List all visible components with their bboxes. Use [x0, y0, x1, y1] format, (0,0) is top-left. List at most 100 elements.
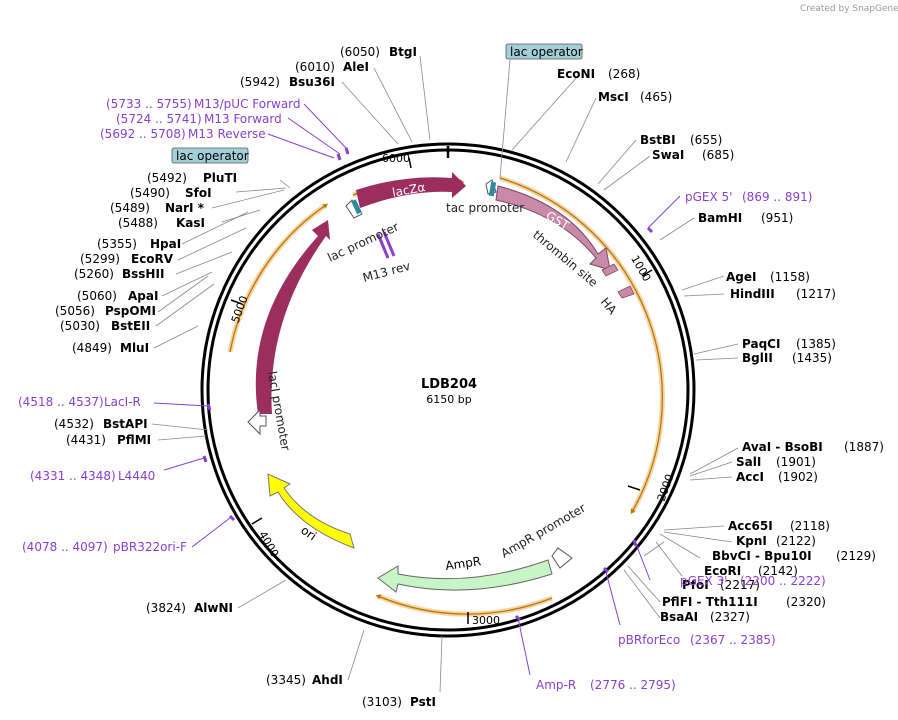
primer-range: (2200 .. 2222) — [740, 574, 826, 588]
plasmid-name: LDB204 — [421, 377, 477, 392]
enzyme-pos: (3345) — [266, 673, 306, 687]
enzyme-pos: (5488) — [118, 216, 158, 230]
enzyme-name: PflFI - Tth111I — [662, 595, 758, 609]
primer-name: pGEX 3' — [680, 574, 727, 588]
ori-feature — [267, 473, 355, 549]
primer-leader-lines — [153, 103, 681, 676]
enzyme-name: PspOMI — [105, 304, 156, 318]
enzyme-pos: (2327) — [710, 610, 750, 624]
enzyme-name: HindIII — [730, 287, 775, 301]
enzyme-pos: (2142) — [758, 564, 798, 578]
enzyme-pos: (1385) — [796, 337, 836, 351]
enzyme-name: PaqCI — [742, 337, 780, 351]
lac-operator-block — [488, 181, 497, 197]
enzyme-pos: (1435) — [792, 351, 832, 365]
enzyme-pos: (5942) — [240, 75, 280, 89]
enzyme-name: EcoNI — [557, 67, 595, 81]
lac-operator-top: lac operator — [505, 43, 583, 60]
tick-label: 3000 — [472, 614, 500, 627]
enzyme-pos: (1217) — [796, 287, 836, 301]
orf-arcs — [227, 175, 665, 617]
enzyme-name: BstAPI — [103, 417, 148, 431]
enzyme-labels: (6050) BtgI (6010) AleI (5942) Bsu36I (5… — [54, 45, 884, 709]
primer-name: M13 Forward — [204, 112, 282, 126]
enzyme-name: PfoI — [682, 578, 709, 592]
tac-promoter-label: tac promoter — [446, 201, 524, 215]
primer-name: M13 Reverse — [188, 127, 266, 141]
enzyme-name: SalI — [736, 455, 761, 469]
AmpR-feature — [377, 559, 553, 593]
enzyme-pos: (4431) — [66, 433, 106, 447]
enzyme-name: KpnI — [736, 534, 767, 548]
primer-range: (5733 .. 5755) — [106, 97, 192, 111]
primer-name: LacI-R — [104, 395, 141, 409]
tick-label: 5000 — [229, 294, 251, 325]
enzyme-pos: (951) — [761, 211, 793, 225]
m13-rev-primer-mark — [382, 231, 396, 257]
backbone-outer — [200, 142, 696, 638]
enzyme-name: BssHII — [122, 267, 164, 281]
snapgene-credit: Created by SnapGene — [800, 4, 898, 14]
enzyme-pos: (5490) — [130, 186, 170, 200]
enzyme-name: AhdI — [312, 673, 343, 687]
AmpR-promoter-label: AmpR promoter — [499, 501, 589, 561]
enzyme-name: AgeI — [726, 270, 756, 284]
primer-name: pBRforEco — [618, 633, 680, 647]
lacZa-label: lacZα — [391, 180, 426, 200]
enzyme-pos: (5060) — [77, 289, 117, 303]
primer-labels: (5733 .. 5755) M13/pUC Forward (5724 .. … — [18, 97, 826, 692]
enzyme-name: BamHI — [698, 211, 742, 225]
enzyme-pos: (465) — [640, 90, 672, 104]
plasmid-size: 6150 bp — [426, 393, 471, 406]
enzyme-name: AlwNI — [194, 601, 233, 615]
enzyme-pos: (5030) — [60, 319, 100, 333]
primer-name: pBR322ori-F — [113, 540, 187, 554]
enzyme-name: SwaI — [652, 148, 684, 162]
enzyme-name: AvaI - BsoBI — [742, 440, 823, 454]
enzyme-name: SfoI — [185, 186, 212, 200]
lacI-promoter-feature — [247, 408, 267, 436]
enzyme-name: PstI — [410, 695, 436, 709]
enzyme-name: MscI — [598, 90, 629, 104]
enzyme-pos: (2122) — [776, 534, 816, 548]
primer-range: (4518 .. 4537) — [18, 395, 104, 409]
primer-name: M13/pUC Forward — [194, 97, 301, 111]
enzyme-name: BstEII — [111, 319, 150, 333]
primer-range: (2367 .. 2385) — [690, 633, 776, 647]
lacI-feature — [255, 220, 330, 414]
enzyme-pos: (1158) — [770, 270, 810, 284]
enzyme-pos: (268) — [608, 67, 640, 81]
enzyme-pos: (2118) — [790, 519, 830, 533]
enzyme-pos: (5299) — [80, 252, 120, 266]
enzyme-pos: (3103) — [362, 695, 402, 709]
enzyme-name: KasI — [176, 216, 205, 230]
m13-rev-label: M13 rev — [361, 259, 412, 285]
enzyme-name: AccI — [736, 470, 764, 484]
AmpR-label: AmpR — [444, 554, 481, 573]
enzyme-pos: (2217) — [720, 578, 760, 592]
enzyme-pos: (4532) — [54, 417, 94, 431]
enzyme-name: Acc65I — [728, 519, 773, 533]
lac-operator-label: lac operator — [510, 45, 583, 59]
enzyme-pos: (1901) — [776, 455, 816, 469]
enzyme-name: BsaAI — [660, 610, 698, 624]
primer-range: (5692 .. 5708) — [100, 127, 186, 141]
enzyme-pos: (5355) — [97, 237, 137, 251]
enzyme-name: EcoRV — [131, 252, 174, 266]
tick-label: 4000 — [256, 529, 281, 560]
enzyme-pos: (6010) — [295, 60, 335, 74]
tick-label: 6000 — [382, 152, 410, 165]
enzyme-name: PluTI — [203, 171, 237, 185]
primer-range: (4078 .. 4097) — [22, 540, 108, 554]
primer-range: (2776 .. 2795) — [590, 678, 676, 692]
thrombin-site-feature — [601, 263, 619, 277]
enzyme-name: BbvCI - Bpu10I — [712, 549, 812, 563]
primer-name: Amp-R — [536, 678, 576, 692]
enzyme-name: HpaI — [150, 237, 181, 251]
enzyme-pos: (3824) — [146, 601, 186, 615]
enzyme-pos: (2320) — [786, 595, 826, 609]
enzyme-pos: (4849) — [72, 341, 112, 355]
leader-lines — [151, 55, 739, 693]
enzyme-pos: (5056) — [55, 304, 95, 318]
